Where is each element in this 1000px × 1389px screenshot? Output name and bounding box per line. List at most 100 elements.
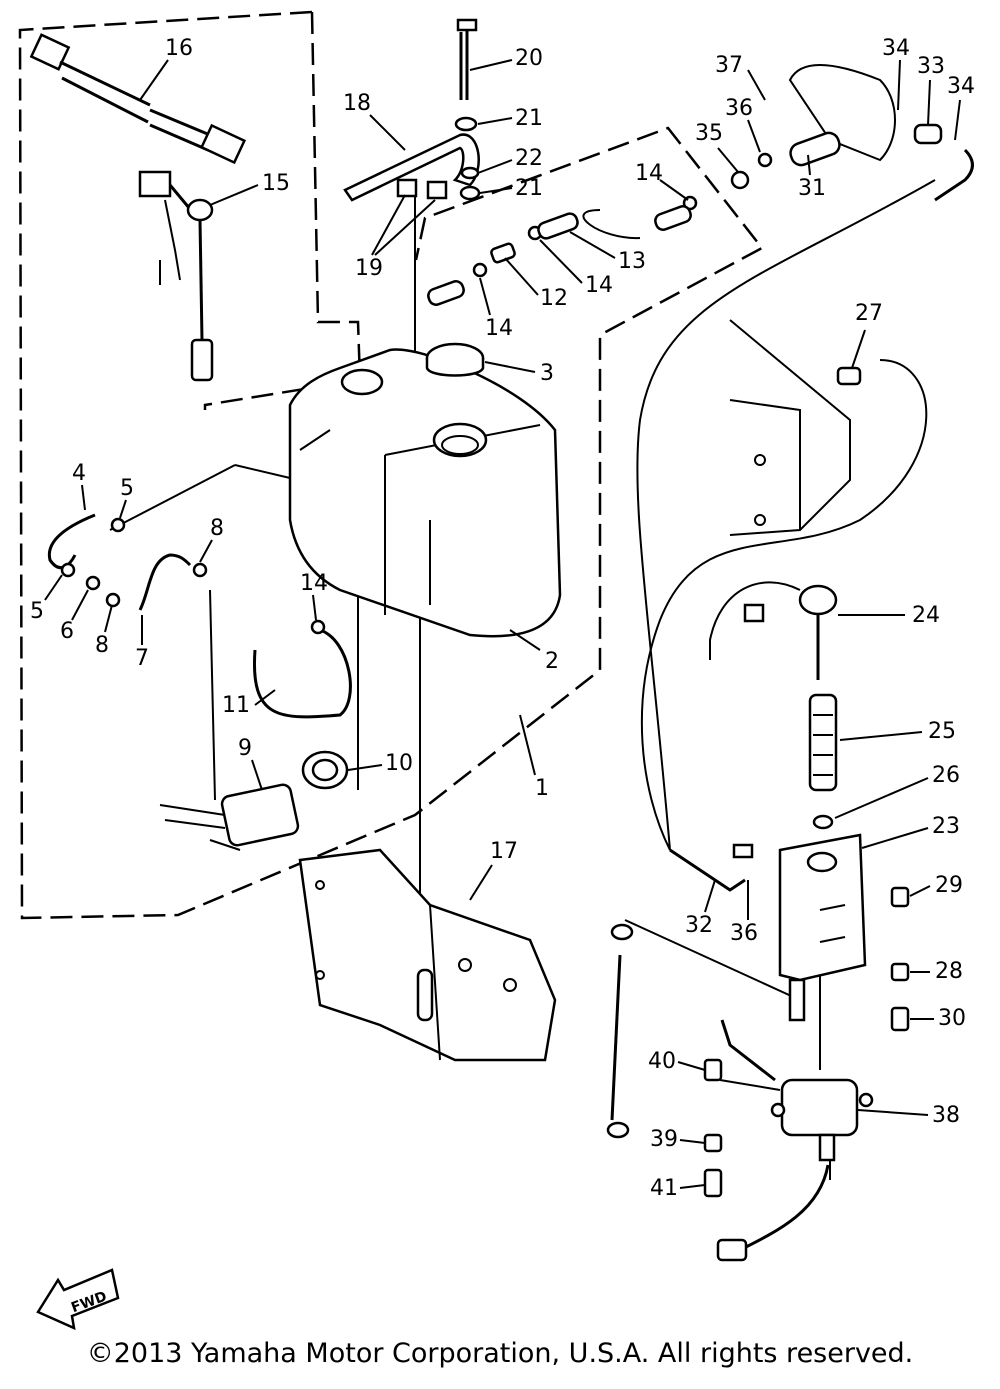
callout-13: 13 <box>569 231 646 274</box>
part-number-label: 29 <box>935 873 963 898</box>
copyright-notice: ©2013 Yamaha Motor Corporation, U.S.A. A… <box>86 1338 914 1369</box>
part-number-label: 23 <box>932 814 960 839</box>
washer-26 <box>812 814 834 830</box>
callout-5b: 5 <box>30 574 63 624</box>
oil-pump-9 <box>159 783 300 851</box>
callout-10: 10 <box>347 751 413 776</box>
fitting-32a <box>732 843 754 859</box>
callout-8a: 8 <box>95 604 113 658</box>
callout-30: 30 <box>910 1006 966 1031</box>
part-number-label: 14 <box>485 316 513 341</box>
callout-3: 3 <box>484 361 554 386</box>
callout-36a: 36 <box>725 96 761 153</box>
part-number-label: 4 <box>72 461 86 486</box>
callout-36b: 36 <box>730 880 758 946</box>
part-number-label: 41 <box>650 1176 678 1201</box>
callout-27: 27 <box>851 301 883 369</box>
nut-22 <box>460 166 480 180</box>
callout-32: 32 <box>685 879 716 938</box>
callout-35: 35 <box>695 121 739 173</box>
fitting-41 <box>703 1168 723 1198</box>
part-number-label: 14 <box>635 161 663 186</box>
callout-39: 39 <box>650 1127 706 1152</box>
bolt-20 <box>456 18 478 100</box>
callout-14d: 14 <box>300 571 328 621</box>
part-number-label: 36 <box>725 96 753 121</box>
callout-18: 18 <box>343 91 406 151</box>
callout-31: 31 <box>798 154 826 201</box>
callout-16: 16 <box>139 36 193 101</box>
fitting-40 <box>703 1058 723 1082</box>
plug-29 <box>890 886 910 908</box>
callout-8b: 8 <box>199 516 224 563</box>
cap-3 <box>425 342 485 377</box>
hose-11 <box>252 628 352 719</box>
callout-37: 37 <box>715 53 766 101</box>
part-number-label: 19 <box>355 256 383 281</box>
part-number-label: 24 <box>912 603 940 628</box>
fwd-arrow-icon: FWD <box>36 1268 120 1331</box>
callout-41: 41 <box>650 1176 706 1201</box>
callout-11: 11 <box>222 689 276 718</box>
part-number-label: 31 <box>798 176 826 201</box>
hose-4 <box>47 513 96 570</box>
clip-left-top <box>610 923 634 941</box>
callout-40: 40 <box>648 1049 706 1074</box>
part-number-label: 34 <box>882 36 910 61</box>
part-number-label: 6 <box>60 619 74 644</box>
callout-19: 19 <box>355 194 436 281</box>
callout-34a: 34 <box>882 36 910 111</box>
hose-7 <box>138 553 192 611</box>
part-number-label: 18 <box>343 91 371 116</box>
part-number-label: 37 <box>715 53 743 78</box>
grommet-27 <box>836 366 862 386</box>
callout-34b: 34 <box>947 74 975 141</box>
part-number-label: 26 <box>932 763 960 788</box>
hose-13 <box>427 205 692 306</box>
part-number-label: 34 <box>947 74 975 99</box>
part-number-label: 20 <box>515 46 543 71</box>
part-number-label: 12 <box>540 286 568 311</box>
part-number-label: 14 <box>585 273 613 298</box>
part-number-label: 36 <box>730 921 758 946</box>
strainer-25 <box>808 693 838 792</box>
part-number-label: 38 <box>932 1103 960 1128</box>
part-number-label: 13 <box>618 249 646 274</box>
part-number-label: 27 <box>855 301 883 326</box>
callout-28: 28 <box>910 959 963 984</box>
part-number-label: 7 <box>135 646 149 671</box>
part-number-label: 5 <box>30 599 44 624</box>
part-number-label: 10 <box>385 751 413 776</box>
part-number-label: 14 <box>300 571 328 596</box>
plug-30 <box>890 1006 910 1032</box>
part-number-label: 30 <box>938 1006 966 1031</box>
callout-14b: 14 <box>539 239 613 298</box>
hose-32 <box>669 848 746 892</box>
part-number-label: 9 <box>238 736 252 761</box>
callout-20: 20 <box>469 46 543 71</box>
part-number-label: 25 <box>928 719 956 744</box>
part-number-label: 16 <box>165 36 193 61</box>
part-number-label: 8 <box>95 633 109 658</box>
callout-15: 15 <box>209 171 290 206</box>
fitting-39 <box>703 1133 723 1153</box>
sub-tank-23 <box>778 833 867 1022</box>
part-number-label: 17 <box>490 839 518 864</box>
part-number-label: 15 <box>262 171 290 196</box>
callout-21a: 21 <box>477 106 543 131</box>
callout-7: 7 <box>135 615 149 671</box>
bracket-17 <box>298 848 557 1062</box>
clip-left-bottom <box>606 1121 630 1139</box>
switch-15 <box>138 170 214 382</box>
part-number-label: 11 <box>222 693 250 718</box>
callout-4: 4 <box>72 461 86 511</box>
part-number-label: 1 <box>535 776 549 801</box>
part-number-label: 2 <box>545 649 559 674</box>
callout-17: 17 <box>469 839 518 901</box>
callout-23: 23 <box>861 814 960 849</box>
callout-38: 38 <box>857 1103 960 1128</box>
plug-28 <box>890 962 910 982</box>
sensor-24 <box>709 581 838 680</box>
callout-14c: 14 <box>479 277 513 341</box>
